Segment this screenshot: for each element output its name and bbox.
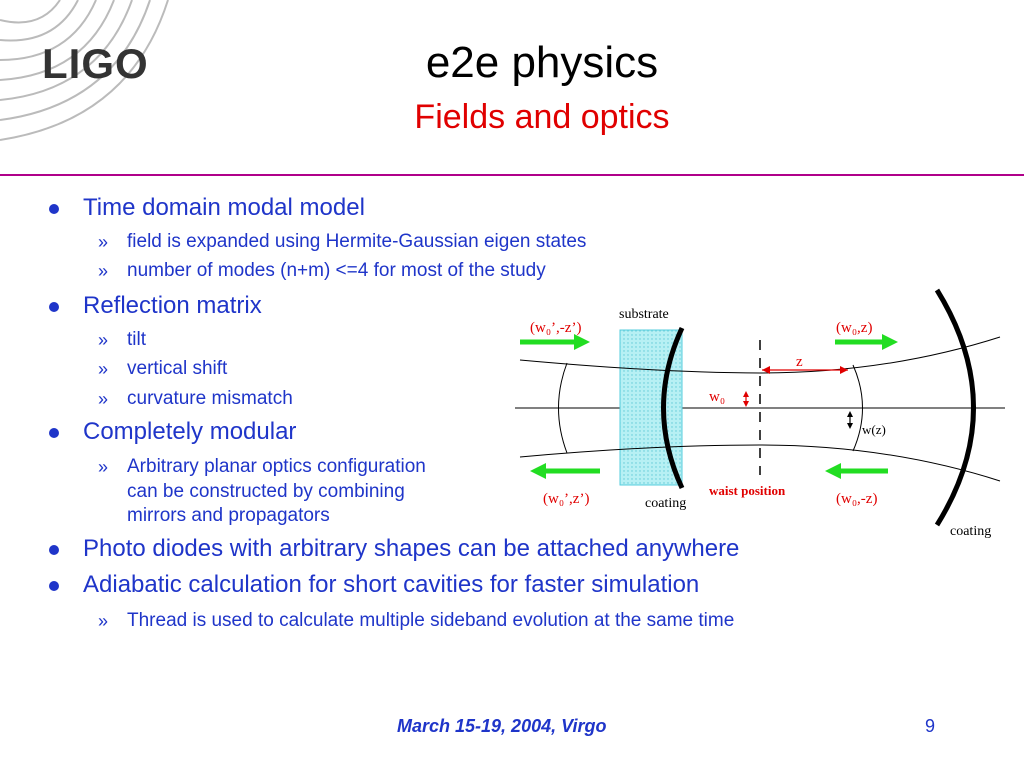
wavefront-right <box>852 364 863 452</box>
right-mirror <box>934 288 976 527</box>
cavity-diagram: substrate (w₀’,-z’) (w₀,z) z w₀ w(z) (w₀… <box>515 288 1005 539</box>
waist-position-label: waist position <box>709 483 786 498</box>
label-w0-z: (w₀,z) <box>836 320 872 336</box>
green-arrow-left-icon <box>530 463 600 479</box>
bullet-dot-icon <box>49 428 59 438</box>
footer-date: March 15-19, 2004, Virgo <box>397 716 607 736</box>
bullet-dot-icon <box>49 302 59 312</box>
ligo-logo <box>0 0 169 141</box>
sub-marker: » <box>98 457 109 477</box>
substrate-label: substrate <box>619 307 669 322</box>
bullet-dot-icon <box>49 581 59 591</box>
sub-item: curvature mismatch <box>127 388 293 409</box>
bullet-dot-icon <box>49 204 59 214</box>
bullet-time-domain: Time domain modal model <box>83 194 365 221</box>
coating-label-right: coating <box>950 524 991 539</box>
label-z: z <box>796 354 803 370</box>
wavefront-left <box>558 362 568 454</box>
bullet-reflection-matrix: Reflection matrix <box>83 292 262 319</box>
label-w0-prime-neg-z: (w₀’,-z’) <box>530 320 581 336</box>
header-divider <box>0 174 1024 176</box>
sub-marker: » <box>98 611 109 631</box>
sub-marker: » <box>98 232 109 252</box>
bullet-photo-diodes: Photo diodes with arbitrary shapes can b… <box>83 535 740 562</box>
beam-upper-edge <box>519 336 1001 374</box>
sub-item: vertical shift <box>127 358 228 379</box>
label-w0-neg-z: (w₀,-z) <box>836 491 877 507</box>
page-number: 9 <box>925 716 936 736</box>
sub-marker: » <box>98 359 109 379</box>
sub-marker: » <box>98 389 109 409</box>
green-arrow-left-icon <box>825 463 888 479</box>
green-arrow-right-icon <box>835 334 898 350</box>
bullet-dot-icon <box>49 545 59 555</box>
sub-item: tilt <box>127 329 146 350</box>
sub-item: Arbitrary planar optics configuration <box>127 456 426 477</box>
green-arrow-right-icon <box>520 334 590 350</box>
sub-marker: » <box>98 261 109 281</box>
coating-label-left: coating <box>645 496 686 511</box>
label-wz: w(z) <box>862 422 886 437</box>
label-w0: w₀ <box>709 389 725 405</box>
page-subtitle: Fields and optics <box>414 98 670 136</box>
sub-item: can be constructed by combining <box>127 481 405 502</box>
bullet-completely-modular: Completely modular <box>83 418 297 445</box>
sub-item: mirrors and propagators <box>127 505 330 526</box>
beam-lower-edge <box>519 444 1001 482</box>
sub-item: field is expanded using Hermite-Gaussian… <box>127 231 587 252</box>
page-title: e2e physics <box>425 38 659 87</box>
sub-item: Thread is used to calculate multiple sid… <box>127 610 735 631</box>
logo-text: LIGO <box>42 40 149 87</box>
bullet-adiabatic: Adiabatic calculation for short cavities… <box>83 571 700 598</box>
sub-item: number of modes (n+m) <=4 for most of th… <box>127 260 546 281</box>
label-w0-prime-z: (w₀’,z’) <box>543 491 589 507</box>
left-mirror <box>661 326 685 490</box>
sub-marker: » <box>98 330 109 350</box>
